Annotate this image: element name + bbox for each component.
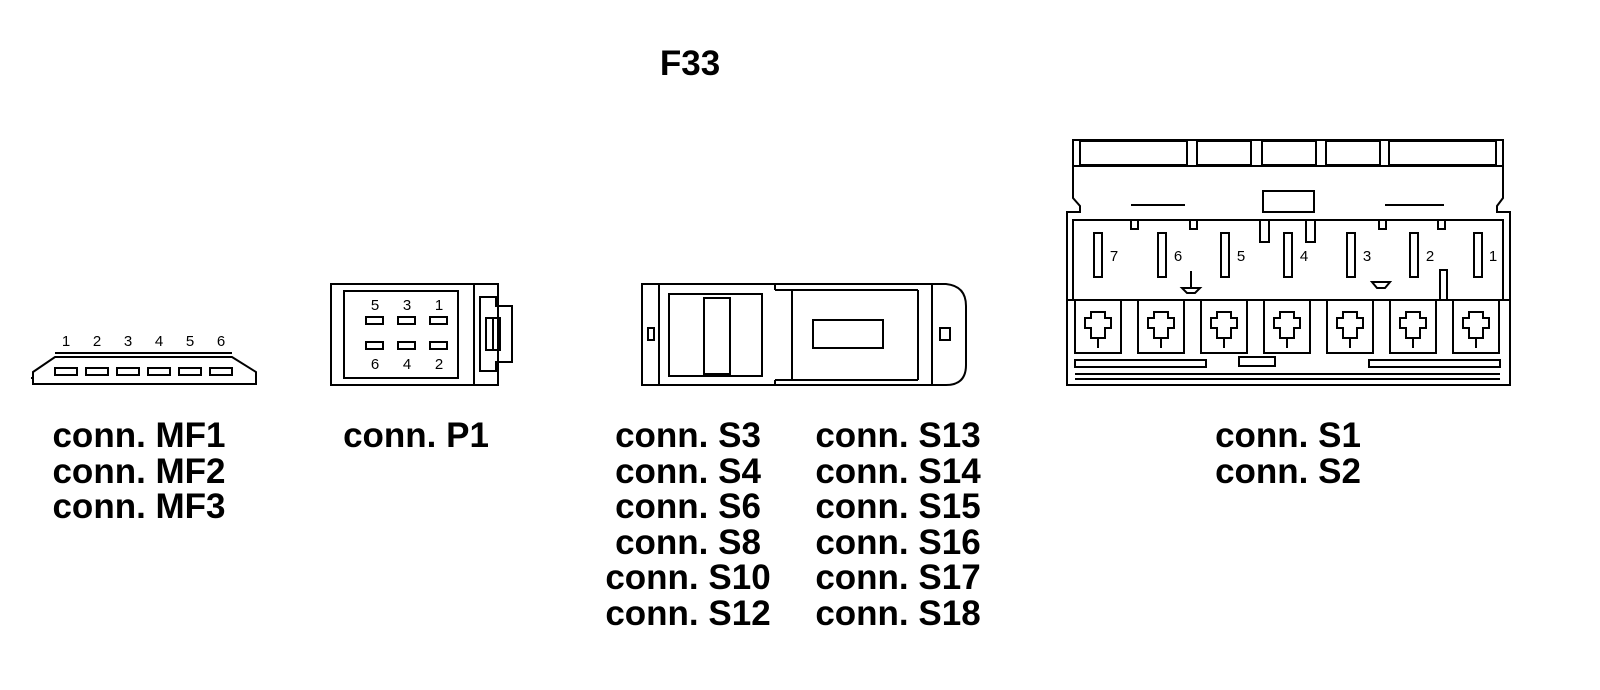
- p1-pin-label: 5: [371, 297, 379, 314]
- mf-pin-label: 3: [124, 333, 132, 350]
- connector-p1-drawing: [330, 283, 513, 386]
- p1-pin-label: 3: [403, 297, 411, 314]
- mf-pin-label: 5: [186, 333, 194, 350]
- s1-pin-label: 7: [1110, 248, 1118, 265]
- s1-pin-label: 1: [1489, 248, 1497, 265]
- mf-pin-numbers: 1 2 3 4 5 6: [62, 333, 225, 350]
- connector-label: conn. S3: [615, 416, 761, 455]
- connector-mf-labels: conn. MF1 conn. MF2 conn. MF3: [34, 418, 244, 525]
- connector-label: conn. S10: [605, 558, 771, 597]
- s1-pin-label: 2: [1426, 248, 1434, 265]
- p1-pin-label: 2: [435, 356, 443, 373]
- p1-pin-label: 4: [403, 356, 411, 373]
- connector-label: conn. S8: [615, 522, 761, 562]
- connector-label: conn. P1: [343, 416, 489, 455]
- connector-label: conn. S6: [615, 487, 761, 526]
- s1-pin-label: 4: [1300, 248, 1308, 265]
- connector-s-right-labels: conn. S13 conn. S14 conn. S15 conn. S16 …: [800, 418, 996, 631]
- connector-s-left-labels: conn. S3 conn. S4 conn. S6 conn. S8 conn…: [592, 418, 784, 631]
- s1-pin-numbers: 7 6 5 4 3 2 1: [1110, 248, 1497, 265]
- connector-label: conn. S15: [815, 487, 981, 526]
- p1-pin-label: 6: [371, 356, 379, 373]
- connector-label: conn. S14: [815, 451, 981, 491]
- connector-label: conn. S13: [815, 416, 981, 455]
- connector-label: conn. S18: [815, 593, 981, 633]
- connector-s1-s2-drawing: [1066, 139, 1511, 386]
- connector-label: conn. S17: [815, 558, 981, 597]
- s1-pin-label: 5: [1237, 248, 1245, 265]
- mf-pin-label: 1: [62, 333, 70, 350]
- connector-s1-labels: conn. S1 conn. S2: [1193, 418, 1383, 489]
- connector-s3-s18-drawing: [641, 283, 967, 386]
- diagram-title: F33: [659, 44, 721, 83]
- connector-mf-drawing: [31, 352, 257, 385]
- s1-pin-label: 3: [1363, 248, 1371, 265]
- mf-pin-label: 6: [217, 333, 225, 350]
- s1-pin-label: 6: [1174, 248, 1182, 265]
- mf-pin-label: 2: [93, 333, 101, 350]
- connector-p1-labels: conn. P1: [326, 418, 506, 454]
- connector-label: conn. S4: [615, 451, 761, 491]
- p1-pin-label: 1: [435, 297, 443, 314]
- connector-label: conn. MF3: [52, 487, 226, 526]
- connector-label: conn. S12: [605, 593, 771, 633]
- connector-label: conn. MF2: [52, 451, 226, 491]
- connector-label: conn. S1: [1215, 416, 1361, 455]
- connector-label: conn. S16: [815, 522, 981, 562]
- connector-label: conn. S2: [1215, 451, 1361, 491]
- mf-pin-label: 4: [155, 333, 163, 350]
- connector-label: conn. MF1: [52, 416, 226, 455]
- p1-pin-numbers: 5 3 1 6 4 2: [371, 297, 443, 373]
